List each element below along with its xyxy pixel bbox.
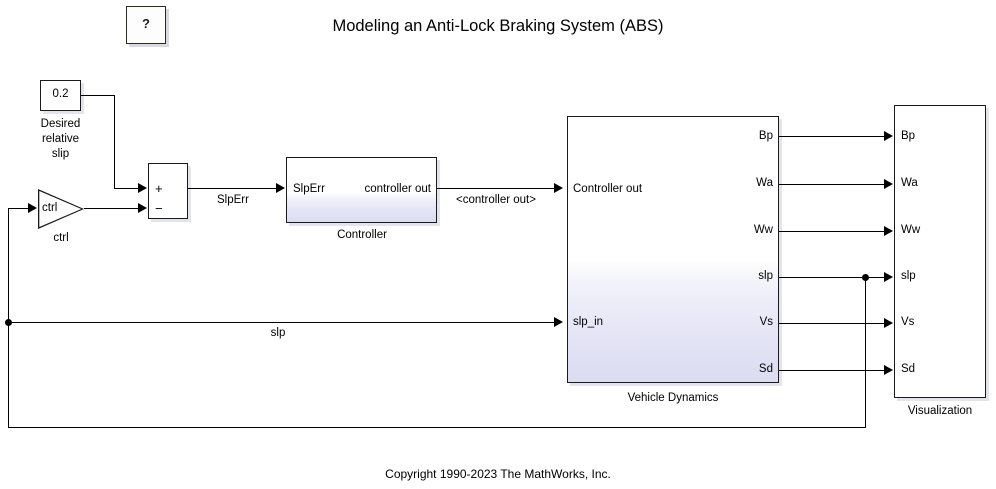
sum-minus-sign: − bbox=[155, 201, 163, 216]
arrow-visualization-input-ww bbox=[884, 226, 893, 236]
gain-value: ctrl bbox=[42, 202, 58, 214]
wire-feedback-to-gain bbox=[8, 208, 30, 209]
visualization-block[interactable] bbox=[894, 105, 986, 398]
visualization-block-name: Visualization bbox=[907, 405, 973, 417]
arrow-visualization-input-sd bbox=[884, 365, 893, 375]
constant-label-line3: slip bbox=[51, 148, 70, 160]
constant-value: 0.2 bbox=[52, 88, 69, 100]
wire-feedback-bottom bbox=[8, 427, 866, 428]
visualization-input-port-label-ww: Ww bbox=[901, 224, 921, 236]
arrow-vehicle-slp-in bbox=[554, 317, 563, 327]
vehicle-dynamics-block-name: Vehicle Dynamics bbox=[627, 392, 719, 404]
arrow-vehicle-controller-input bbox=[554, 183, 563, 193]
wire-sum-to-controller bbox=[188, 188, 278, 189]
wire-slp-feedback-vertical bbox=[865, 277, 866, 428]
page-title: Modeling an Anti-Lock Braking System (AB… bbox=[332, 17, 664, 35]
vehicle-output-port-label-bp: Bp bbox=[758, 130, 773, 142]
visualization-input-port-label-slp: slp bbox=[901, 270, 916, 282]
sum-block[interactable] bbox=[148, 163, 188, 219]
visualization-input-port-label-sd: Sd bbox=[901, 363, 916, 375]
wire-ww bbox=[779, 231, 886, 232]
signal-label-slperr: SlpErr bbox=[217, 194, 249, 206]
arrow-visualization-input-vs bbox=[884, 318, 893, 328]
controller-output-port-label: controller out bbox=[364, 183, 431, 195]
vehicle-output-port-label-sd: Sd bbox=[758, 363, 773, 375]
wire-vs bbox=[779, 323, 886, 324]
controller-subsystem-block[interactable] bbox=[286, 157, 437, 223]
sum-plus-sign: + bbox=[155, 181, 163, 196]
vehicle-input-port-label-controller-out: Controller out bbox=[573, 183, 643, 195]
arrow-gain-input bbox=[28, 203, 37, 213]
arrow-sum-minus-input bbox=[138, 203, 147, 213]
wire-constant-to-sum-v bbox=[114, 95, 115, 188]
vehicle-output-port-label-slp: slp bbox=[758, 270, 773, 282]
gain-block-ctrl[interactable]: ctrl bbox=[38, 189, 84, 229]
wire-wa bbox=[779, 184, 886, 185]
constant-block-desired-slip[interactable] bbox=[40, 80, 81, 111]
vehicle-output-port-label-vs: Vs bbox=[759, 316, 773, 328]
visualization-input-port-label-vs: Vs bbox=[901, 316, 915, 328]
wire-sd bbox=[779, 370, 886, 371]
vehicle-output-port-label-ww: Ww bbox=[753, 224, 773, 236]
wire-feedback-left-vertical bbox=[8, 208, 9, 428]
copyright-notice: Copyright 1990-2023 The MathWorks, Inc. bbox=[385, 467, 611, 481]
arrow-visualization-input-bp bbox=[884, 131, 893, 141]
constant-label-line2: relative bbox=[41, 133, 80, 145]
wire-controller-to-vehicle bbox=[437, 188, 556, 189]
wire-slp-to-vehicle-slpin bbox=[8, 322, 554, 323]
arrow-visualization-input-wa bbox=[884, 179, 893, 189]
question-mark-icon: ? bbox=[142, 16, 150, 31]
vehicle-output-port-label-wa: Wa bbox=[756, 177, 773, 189]
wire-gain-to-sum bbox=[84, 208, 140, 209]
visualization-input-port-label-bp: Bp bbox=[901, 130, 916, 142]
help-block[interactable]: ? bbox=[126, 6, 166, 44]
wire-constant-to-sum-h2 bbox=[114, 188, 140, 189]
wire-constant-to-sum-h1 bbox=[81, 95, 115, 96]
arrow-visualization-input-slp bbox=[884, 272, 893, 282]
visualization-input-port-label-wa: Wa bbox=[901, 177, 918, 189]
arrow-controller-input bbox=[276, 183, 285, 193]
arrow-sum-plus-input bbox=[138, 183, 147, 193]
constant-label-line1: Desired bbox=[40, 118, 81, 130]
gain-label: ctrl bbox=[53, 232, 69, 244]
controller-block-name: Controller bbox=[337, 229, 387, 241]
signal-label-slp: slp bbox=[270, 327, 286, 339]
controller-input-port-label: SlpErr bbox=[293, 183, 325, 195]
wire-bp bbox=[779, 136, 886, 137]
wire-slp-to-visualization bbox=[779, 277, 886, 278]
vehicle-dynamics-subsystem-block[interactable] bbox=[567, 116, 779, 383]
vehicle-input-port-label-slp-in: slp_in bbox=[573, 316, 604, 328]
signal-label-controller-out: <controller out> bbox=[456, 194, 536, 206]
